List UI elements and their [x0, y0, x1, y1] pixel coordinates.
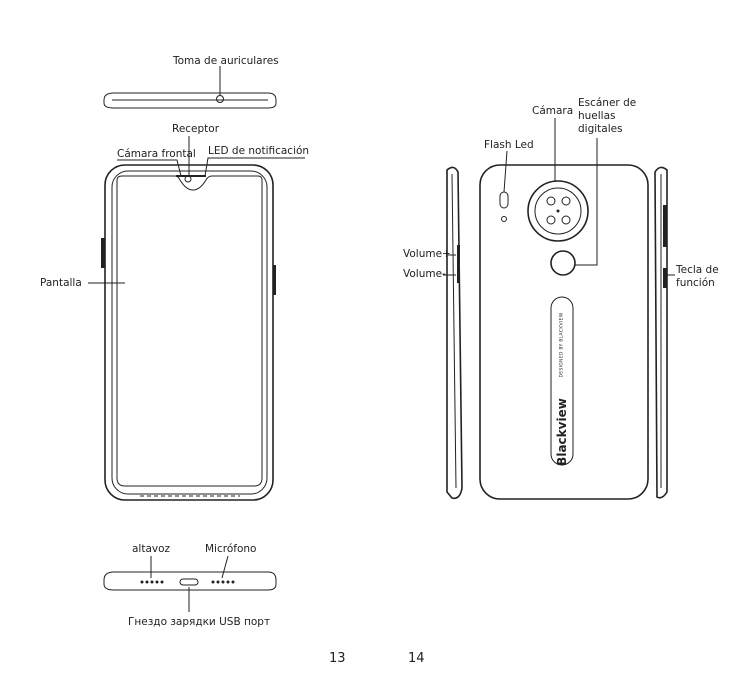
microphone-label: Micrófono: [205, 543, 256, 556]
fingerprint-label-line3: digitales: [578, 123, 623, 136]
bottom-edge-view: [104, 556, 276, 612]
volume-down-label: Volume-: [403, 268, 446, 281]
fingerprint-label-line1: Escáner de: [578, 97, 636, 110]
designed-by-text: DESIGNED BY BLACKVIEW: [560, 313, 565, 378]
left-side-view: [443, 167, 462, 498]
camera-label: Cámara: [532, 105, 573, 118]
fingerprint-label-line2: huellas: [578, 110, 616, 123]
volume-up-label: Volume+: [403, 248, 451, 261]
page-number-right: 14: [408, 651, 425, 666]
function-key-label-line1: Tecla de: [676, 264, 719, 277]
usb-port-label: Гнездо зарядки USB порт: [128, 616, 270, 629]
top-edge-view: [104, 66, 276, 108]
notification-led-label: LED de notificación: [208, 145, 309, 158]
flash-led-label: Flash Led: [484, 139, 534, 152]
front-phone: [88, 136, 305, 500]
function-key-label-line2: función: [676, 277, 715, 290]
front-camera-label: Cámara frontal: [117, 148, 196, 161]
receiver-label: Receptor: [172, 123, 219, 136]
screen-label: Pantalla: [40, 277, 82, 290]
speaker-label: altavoz: [132, 543, 170, 556]
headphone-jack-label: Toma de auriculares: [173, 55, 279, 68]
page-number-left: 13: [329, 651, 346, 666]
right-side-view: [655, 167, 675, 497]
brand-logo: Blackview: [555, 398, 569, 466]
